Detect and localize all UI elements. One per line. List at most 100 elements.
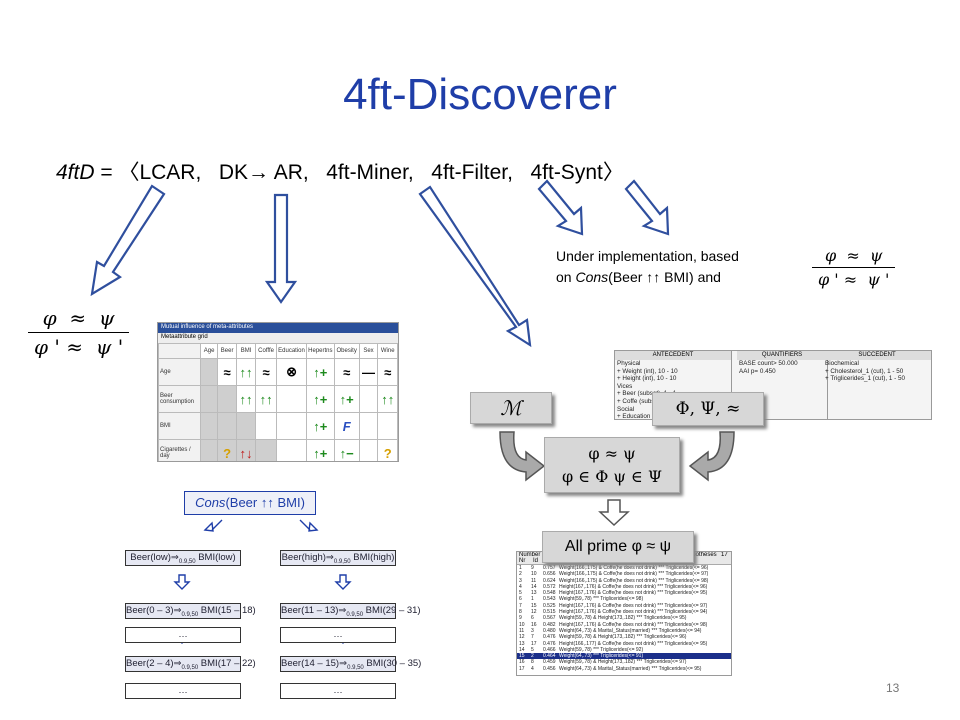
grid-cell[interactable]: ≈ [217,358,238,386]
grid-cell[interactable] [200,439,219,461]
table-cell: Height(167,.176) & Coffe(he does not dri… [559,590,708,597]
grid-cell[interactable]: ? [377,439,398,461]
grid-cell[interactable]: ↑↓ [236,439,256,461]
list-item[interactable]: + Coffe (subset), 1 - 1 [617,397,678,405]
grid-cell[interactable]: ↑+ [305,385,335,413]
list-item[interactable]: + Beer (subset), 1 - 1 [617,390,677,398]
list-item[interactable]: Social [617,405,635,413]
grid-cell[interactable]: ↑+ [305,439,335,461]
list-item[interactable]: BASE count> 50.000 [739,360,798,367]
grid-col-header: Education [276,343,307,359]
header-nr: Nr [519,558,526,564]
grid-cell[interactable] [200,412,219,440]
table-cell: 12 [531,609,537,616]
grid-cell[interactable] [254,439,278,461]
grid-subtitle: Metaattribute grid [158,333,398,343]
grid-cell[interactable]: — [358,358,379,386]
grid-cell[interactable] [276,385,307,413]
fraction-numerator: φ ≈ ψ [812,246,896,268]
grid-col-header: Obesity [333,343,360,359]
list-item[interactable]: + Weight (int), 10 - 10 [617,367,678,375]
table-cell: 6 [519,596,522,603]
grid-cell[interactable] [254,412,278,440]
curved-arrow-right-icon [688,431,735,482]
fraction-denominator: φ ' ≈ ψ ' [34,335,124,359]
grid-cell[interactable]: ↑↑ [377,385,398,413]
grid-cell[interactable] [236,412,256,440]
table-cell: 11 [519,627,525,634]
list-item[interactable]: Physical [617,360,641,367]
grid-cell[interactable]: ↑↑ [236,385,256,413]
succedent-list[interactable]: Biochemical+ Cholesterol_1 (cut), 1 - 50… [823,360,931,383]
header-number-of: Number of [519,552,548,558]
list-item[interactable]: + Height (int), 10 - 10 [617,375,677,383]
grid-cell[interactable]: ↑− [333,439,360,461]
succedent-panel: SUCCEDENT Biochemical+ Cholesterol_1 (cu… [823,351,931,419]
grid-cell[interactable]: F [333,412,360,440]
list-item[interactable]: + Cholesterol_1 (cut), 1 - 50 [825,367,904,375]
task-setup-screenshot: ANTECEDENT Physical+ Weight (int), 10 - … [614,350,932,420]
cons-rule-box: Beer(0 – 3)⇒0.9,50 BMI(15 – 18) [125,603,256,619]
grid-cell[interactable] [276,439,307,461]
grid-cell[interactable] [358,439,379,461]
grid-cell[interactable] [217,412,238,440]
grid-cell[interactable]: ↑↑ [236,358,256,386]
implementation-note: Under implementation, based on Cons(Beer… [556,246,739,288]
grid-cell[interactable]: ≈ [254,358,278,386]
grid-cell[interactable] [377,412,398,440]
grid-cell[interactable]: ≈ [377,358,398,386]
grid-cell[interactable]: ↑+ [305,412,335,440]
list-item[interactable]: AAI p= 0.450 [739,367,776,375]
grid-col-header: Cofffe [254,343,278,359]
grid-cell[interactable] [276,412,307,440]
grid-cell[interactable]: ? [217,439,238,461]
table-cell: 2 [531,653,534,660]
grid-cell[interactable] [200,358,219,386]
cons-arrows [203,519,319,532]
cons-rule-text: Beer(11 – 13)⇒ [281,605,347,616]
list-item[interactable]: Vices [617,382,633,390]
table-cell: 0.567 [543,615,556,622]
table-cell: 0.548 [543,590,556,597]
grid-cell[interactable]: ↑+ [333,385,360,413]
table-cell: Height(167,.176) & Coffe(he does not dri… [559,621,708,628]
grid-cell[interactable]: ≈ [333,358,360,386]
table-cell: 0.476 [543,634,556,641]
antecedent-list[interactable]: Physical+ Weight (int), 10 - 10+ Height … [615,360,731,420]
table-cell: 0.480 [543,627,556,634]
grid-cell[interactable] [358,412,379,440]
table-cell: 14 [531,583,537,590]
list-item[interactable]: Biochemical [825,360,859,367]
list-item[interactable]: + Education (subset) [617,413,675,420]
grid-cell[interactable]: ↑+ [305,358,335,386]
grid-cell[interactable] [217,385,238,413]
grid-cell[interactable]: ↑↑ [254,385,278,413]
grid-cell[interactable] [200,385,219,413]
table-cell: Weight(166,.175) & Coffe(he does not dri… [559,577,709,584]
center-box: φ ≈ ψ φ ∈ Φ ψ ∈ Ψ [544,437,680,493]
grid-cell[interactable]: ⊗ [276,358,307,386]
cons-rule-text: Beer(low)⇒ [130,552,179,563]
grid-cell[interactable] [358,385,379,413]
list-item[interactable]: + Triglicerides_1 (cut), 1 - 50 [825,375,905,383]
